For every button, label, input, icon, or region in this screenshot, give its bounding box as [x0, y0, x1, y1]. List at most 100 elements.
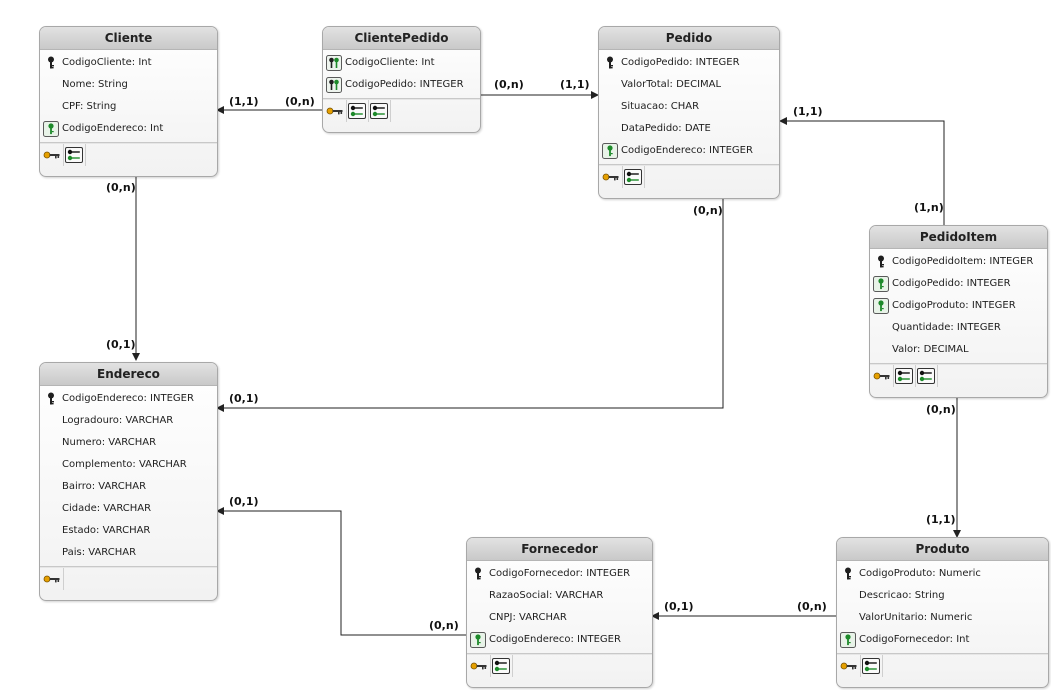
foreign-key-index-icon[interactable] — [348, 103, 366, 119]
foreign-key-index-icon[interactable] — [492, 658, 510, 674]
cardinality-label: (0,n) — [285, 95, 315, 108]
attribute-row[interactable]: Cidade: VARCHAR — [40, 498, 217, 520]
foreign-key-index-icon[interactable] — [917, 368, 935, 384]
divider — [85, 144, 86, 166]
divider — [390, 100, 391, 122]
attribute-row[interactable]: CodigoPedido: INTEGER — [599, 52, 779, 74]
attribute-label: CodigoProduto: Numeric — [859, 568, 981, 579]
divider — [937, 365, 938, 387]
attribute-row[interactable]: RazaoSocial: VARCHAR — [467, 585, 652, 607]
attribute-row[interactable]: Situacao: CHAR — [599, 96, 779, 118]
attribute-row[interactable]: CodigoCliente: Int — [40, 52, 217, 74]
attribute-label: CodigoPedidoItem: INTEGER — [892, 256, 1034, 267]
attribute-row[interactable]: DataPedido: DATE — [599, 118, 779, 140]
attribute-row[interactable]: CodigoCliente: Int — [323, 52, 480, 74]
attribute-row[interactable]: CodigoEndereco: Int — [40, 118, 217, 140]
attribute-label: Descricao: String — [859, 590, 945, 601]
pk-icon — [840, 566, 856, 582]
cardinality-label: (1,1) — [926, 513, 956, 526]
attribute-row[interactable]: ValorUnitario: Numeric — [837, 607, 1048, 629]
primary-key-index-icon[interactable] — [470, 658, 488, 674]
attribute-row[interactable]: CodigoProduto: INTEGER — [870, 295, 1047, 317]
attribute-row[interactable]: Quantidade: INTEGER — [870, 317, 1047, 339]
primary-key-index-icon[interactable] — [43, 147, 61, 163]
attribute-row[interactable]: Descricao: String — [837, 585, 1048, 607]
attribute-label: CodigoPedido: INTEGER — [892, 278, 1011, 289]
attribute-row[interactable]: CodigoFornecedor: Int — [837, 629, 1048, 651]
divider — [622, 166, 623, 188]
attribute-label: CPF: String — [62, 101, 117, 112]
separator — [40, 142, 217, 144]
attribute-label: CodigoCliente: Int — [62, 57, 152, 68]
attribute-row[interactable]: Logradouro: VARCHAR — [40, 410, 217, 432]
cardinality-label: (0,n) — [797, 600, 827, 613]
foreign-key-index-icon[interactable] — [370, 103, 388, 119]
primary-key-index-icon[interactable] — [840, 658, 858, 674]
pk-fk-icon — [326, 77, 342, 93]
attribute-row[interactable]: CodigoEndereco: INTEGER — [40, 388, 217, 410]
attribute-row[interactable]: CodigoPedidoItem: INTEGER — [870, 251, 1047, 273]
foreign-key-index-icon[interactable] — [895, 368, 913, 384]
attribute-label: CodigoEndereco: INTEGER — [621, 145, 753, 156]
pk-icon — [43, 391, 59, 407]
attribute-row[interactable]: CodigoEndereco: INTEGER — [467, 629, 652, 651]
entity-title: Produto — [837, 538, 1048, 561]
pk-icon — [873, 254, 889, 270]
attribute-label: CodigoFornecedor: Int — [859, 634, 970, 645]
attribute-row[interactable]: Complemento: VARCHAR — [40, 454, 217, 476]
attribute-label: Valor: DECIMAL — [892, 344, 969, 355]
relation-line-fornecedor-endereco — [216, 507, 466, 636]
divider — [63, 144, 64, 166]
cardinality-label: (0,1) — [106, 338, 136, 351]
attribute-label: CodigoPedido: INTEGER — [345, 79, 464, 90]
relation-line-pedido-endereco — [216, 197, 724, 412]
separator — [467, 653, 652, 655]
divider — [860, 655, 861, 677]
foreign-key-index-icon[interactable] — [65, 147, 83, 163]
cardinality-label: (1,1) — [793, 105, 823, 118]
cardinality-label: (0,1) — [229, 392, 259, 405]
attribute-row[interactable]: CNPJ: VARCHAR — [467, 607, 652, 629]
attribute-row[interactable]: Pais: VARCHAR — [40, 542, 217, 564]
attribute-row[interactable]: Nome: String — [40, 74, 217, 96]
attribute-row[interactable]: Valor: DECIMAL — [870, 339, 1047, 361]
primary-key-index-icon[interactable] — [873, 368, 891, 384]
cardinality-label: (0,1) — [229, 495, 259, 508]
foreign-key-index-icon[interactable] — [624, 169, 642, 185]
attribute-row[interactable]: CPF: String — [40, 96, 217, 118]
attribute-row[interactable]: CodigoPedido: INTEGER — [323, 74, 480, 96]
attribute-label: DataPedido: DATE — [621, 123, 711, 134]
attribute-label: Situacao: CHAR — [621, 101, 700, 112]
cardinality-label: (0,1) — [664, 600, 694, 613]
attribute-row[interactable]: CodigoFornecedor: INTEGER — [467, 563, 652, 585]
attribute-label: Pais: VARCHAR — [62, 547, 137, 558]
attribute-row[interactable]: Bairro: VARCHAR — [40, 476, 217, 498]
primary-key-index-icon[interactable] — [602, 169, 620, 185]
cardinality-label: (1,n) — [914, 201, 944, 214]
attribute-label: CodigoEndereco: INTEGER — [489, 634, 621, 645]
attribute-row[interactable]: CodigoPedido: INTEGER — [870, 273, 1047, 295]
primary-key-index-icon[interactable] — [326, 103, 344, 119]
attribute-row[interactable]: ValorTotal: DECIMAL — [599, 74, 779, 96]
attribute-label: Nome: String — [62, 79, 128, 90]
primary-key-index-icon[interactable] — [43, 571, 61, 587]
divider — [346, 100, 347, 122]
divider — [893, 365, 894, 387]
attribute-row[interactable]: CodigoProduto: Numeric — [837, 563, 1048, 585]
cardinality-label: (1,1) — [229, 95, 259, 108]
attribute-row[interactable]: Numero: VARCHAR — [40, 432, 217, 454]
divider — [63, 568, 64, 590]
foreign-key-index-icon[interactable] — [862, 658, 880, 674]
attribute-row[interactable]: Estado: VARCHAR — [40, 520, 217, 542]
cardinality-label: (0,n) — [494, 78, 524, 91]
entity-title: Fornecedor — [467, 538, 652, 561]
attribute-row[interactable]: CodigoEndereco: INTEGER — [599, 140, 779, 162]
